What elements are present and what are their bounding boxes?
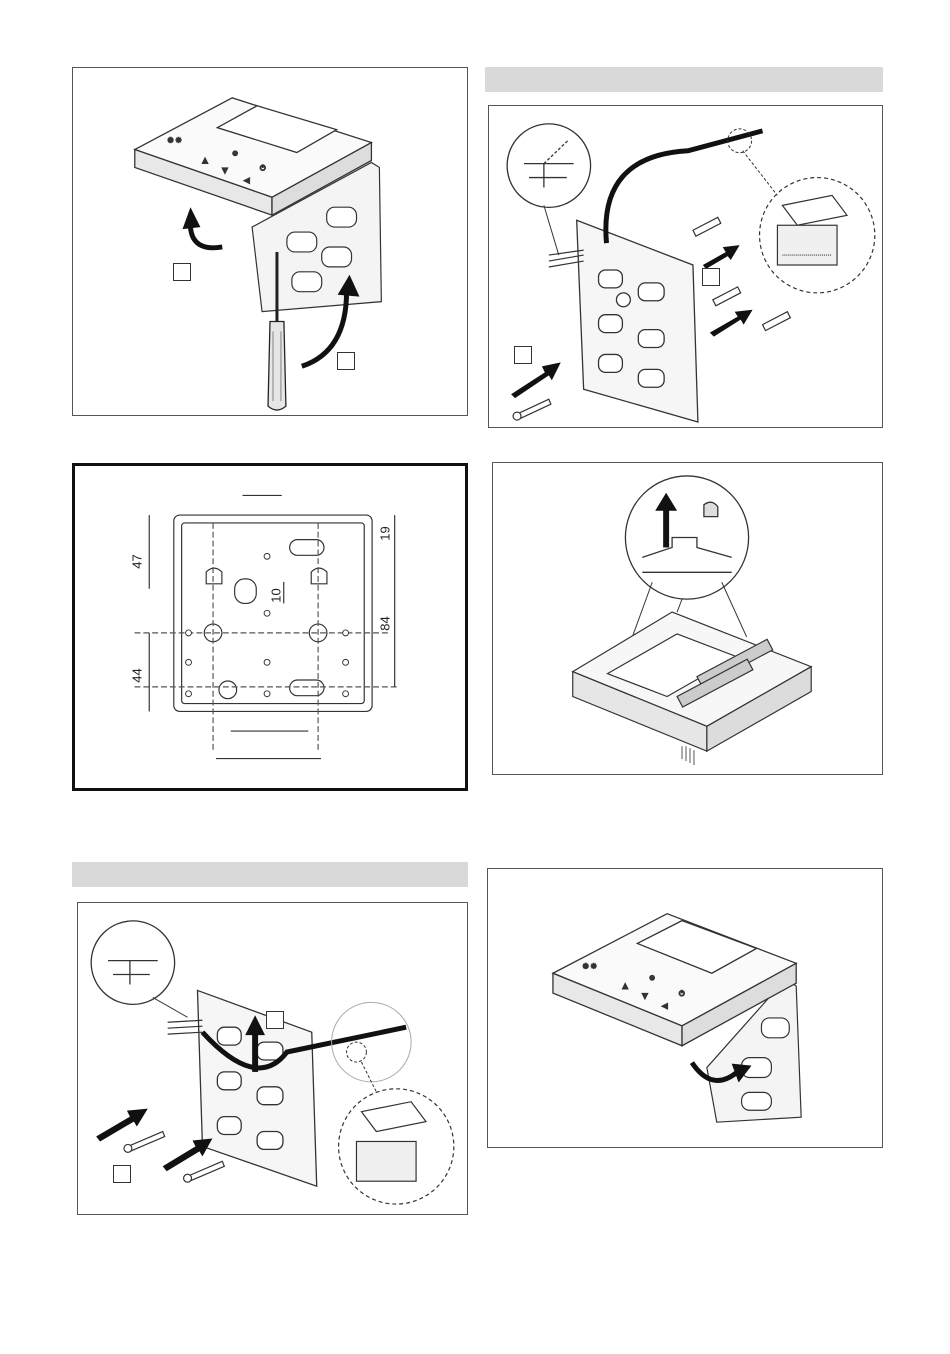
svg-text:▲: ▲ bbox=[622, 982, 628, 990]
svg-text:◀: ◀ bbox=[662, 1002, 668, 1010]
figure-mount-backplate-wall bbox=[488, 105, 883, 428]
step-marker bbox=[173, 263, 191, 281]
magnifier-icon bbox=[625, 476, 748, 599]
figure-mount-backplate-unit bbox=[77, 902, 468, 1215]
svg-text:⏻: ⏻ bbox=[679, 990, 685, 998]
back-plate-icon bbox=[577, 220, 698, 422]
step-marker bbox=[337, 352, 355, 370]
svg-text:✱ ✳: ✱ ✳ bbox=[583, 962, 597, 970]
dimension-label: 19 bbox=[378, 526, 393, 540]
svg-text:◀: ◀ bbox=[244, 176, 250, 184]
svg-text:⏻: ⏻ bbox=[260, 164, 266, 172]
figure-dimension-drawing: 47 44 19 84 10 bbox=[72, 463, 468, 791]
svg-text:⊙: ⊙ bbox=[232, 149, 238, 157]
svg-text:⊙: ⊙ bbox=[649, 974, 655, 982]
figure-attach-controller: ✱ ✳ ▲ ▼ ◀ ⊙ ⏻ bbox=[487, 868, 883, 1148]
magnifier-icon bbox=[507, 124, 590, 207]
svg-text:▲: ▲ bbox=[202, 156, 208, 164]
svg-text:✱ ✳: ✱ ✳ bbox=[168, 137, 182, 145]
step-marker bbox=[266, 1011, 284, 1029]
dimension-label: 84 bbox=[378, 616, 393, 630]
attach-controller-drawing: ✱ ✳ ▲ ▼ ◀ ⊙ ⏻ bbox=[488, 869, 882, 1147]
dimension-label: 44 bbox=[130, 668, 145, 682]
mount-backplate-drawing bbox=[489, 106, 882, 427]
dimension-label: 47 bbox=[130, 554, 145, 568]
section-header-bar bbox=[485, 67, 883, 92]
dimension-label: 10 bbox=[269, 588, 284, 602]
step-marker bbox=[702, 268, 720, 286]
controller-housing-icon bbox=[573, 612, 811, 765]
step-marker bbox=[514, 346, 532, 364]
figure-controller-interior bbox=[492, 462, 883, 775]
screw-icon bbox=[513, 399, 551, 420]
svg-text:▼: ▼ bbox=[642, 992, 648, 1000]
mount-backplate-unit-drawing bbox=[78, 903, 467, 1214]
controller-interior-drawing bbox=[493, 463, 882, 774]
indoor-unit-icon bbox=[339, 1089, 454, 1204]
remove-controller-drawing: ✱ ✳ ▲ ▼ ◀ ⊙ ⏻ bbox=[73, 68, 467, 415]
section-header-bar bbox=[72, 862, 468, 887]
step-marker bbox=[113, 1165, 131, 1183]
magnifier-icon bbox=[91, 921, 174, 1004]
dimension-drawing bbox=[75, 466, 465, 788]
figure-remove-controller: ✱ ✳ ▲ ▼ ◀ ⊙ ⏻ bbox=[72, 67, 468, 416]
svg-text:▼: ▼ bbox=[222, 166, 228, 174]
